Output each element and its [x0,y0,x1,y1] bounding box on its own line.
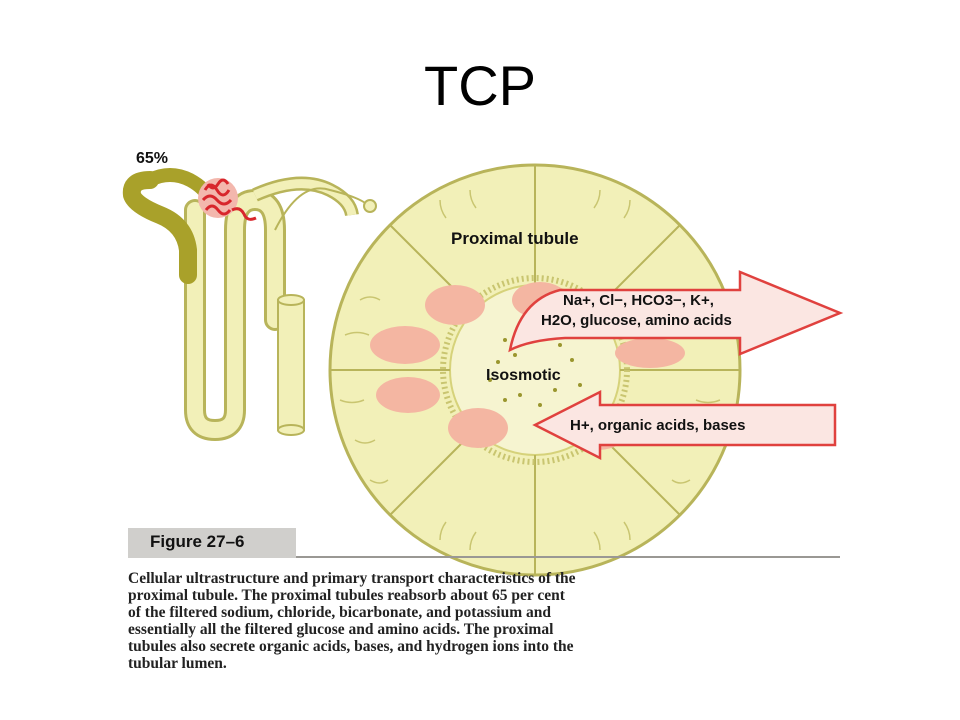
caption-line: of the filtered sodium, chloride, bicarb… [128,604,551,621]
isosmotic-label: Isosmotic [486,367,561,384]
caption-line: tubular lumen. [128,655,227,672]
figure-label-rule [296,556,840,558]
percent-label: 65% [136,150,168,167]
nephron-illustration [122,168,377,442]
caption-line: essentially all the filtered glucose and… [128,621,554,638]
figure-caption: Cellular ultrastructure and primary tran… [128,570,840,672]
tubule-label: Proximal tubule [451,229,579,248]
caption-line: Cellular ultrastructure and primary tran… [128,570,576,587]
secreted-substances-label: H+, organic acids, bases [570,417,746,434]
reabsorbed-ions-line1: Na+, Cl−, HCO3−, K+, [563,292,714,309]
caption-line: tubules also secrete organic acids, base… [128,638,574,655]
figure-label-bar [128,528,296,558]
figure-number: Figure 27–6 [150,532,245,551]
secretion-arrow [532,389,837,461]
caption-line: proximal tubule. The proximal tubules re… [128,587,565,604]
reabsorbed-ions-line2: H2O, glucose, amino acids [541,312,732,329]
glomerulus [198,178,257,221]
slide-title: TCP [424,54,536,117]
reabsorption-arrow [508,270,844,356]
